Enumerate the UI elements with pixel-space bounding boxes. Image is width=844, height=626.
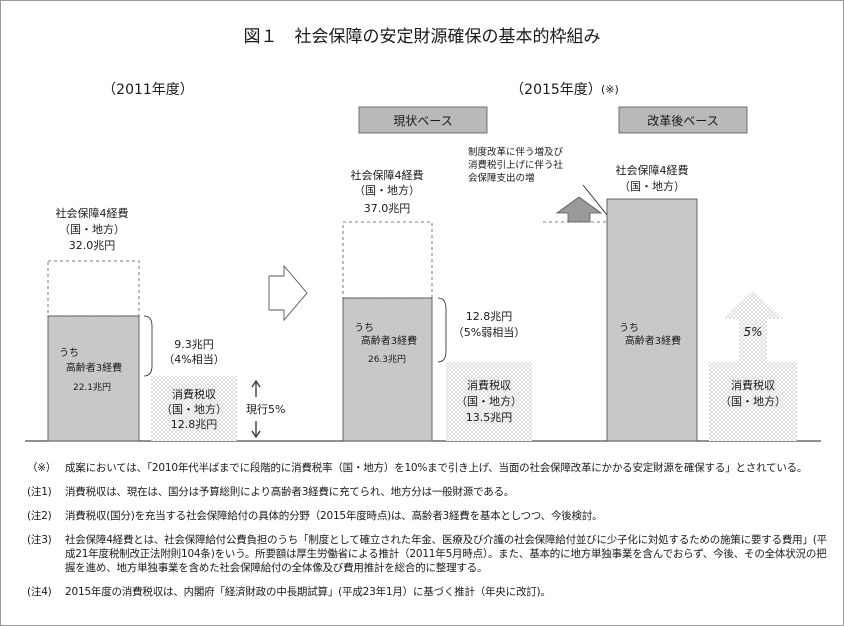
- annotation-line-3: 会保障支出の増: [468, 172, 535, 184]
- label-kuni-2015: （国・地方）: [354, 183, 420, 197]
- footnote-label: (注2): [27, 510, 52, 522]
- footnote-label: （※）: [27, 462, 57, 474]
- footnote-2: (注2) 消費税収(国分)を充当する社会保障給付の具体的分野（2015年度時点)…: [27, 509, 827, 523]
- tax-value-2011: 12.8兆円: [171, 418, 218, 431]
- label-4kei-2015: 社会保障4経費: [351, 168, 424, 182]
- header-reform-label: 改革後ベース: [647, 114, 718, 128]
- footnote-text: 社会保障4経費とは、社会保障給付公費負担のうち「制度として確立された年金、医療及…: [65, 534, 827, 574]
- gap-brace-2015: [437, 297, 447, 363]
- label-korei-reform: 高齢者3経費: [625, 334, 681, 347]
- gap-brace-2011: [143, 315, 153, 377]
- header-current-box: [358, 106, 488, 134]
- tax-label-2015: 消費税収: [467, 378, 511, 392]
- label-korei-2015: 高齢者3経費: [361, 334, 417, 347]
- footnote-text: 2015年度の消費税収は、内閣府「経済財政の中長期試算」(平成23年1月）に基づ…: [65, 586, 551, 598]
- footnote-text: 消費税収は、現在は、国分は予算総則により高齢者3経費に充てられ、地方分は一般財源…: [65, 486, 515, 498]
- label-4kei-reform: 社会保障4経費: [616, 163, 689, 177]
- current-rate-label: 現行5%: [246, 403, 285, 416]
- bar-tax-2011: [151, 376, 237, 441]
- value-korei-2011: 22.1兆円: [73, 382, 111, 393]
- gap-pct-2015: （5%弱相当）: [453, 325, 525, 339]
- annotation-line-1: 制度改革に伴う増及び: [468, 146, 564, 158]
- increase-pct-label: 5%: [743, 325, 762, 339]
- year-2011-heading: （2011年度）: [102, 82, 194, 98]
- label-4kei-2011: 社会保障4経費: [56, 206, 129, 220]
- value-korei-2015: 26.3兆円: [368, 354, 406, 365]
- bar-4kei-2011-upper: [47, 260, 140, 317]
- gap-value-2015: 12.8兆円: [466, 310, 513, 323]
- footnote-asterisk: （※） 成案においては、「2010年代半ばまでに段階的に消費税率（国・地方）を1…: [27, 461, 827, 475]
- bar-4kei-reform: [606, 198, 698, 442]
- label-kuni-2011: （国・地方）: [59, 222, 125, 236]
- tax-kuni-reform: （国・地方）: [720, 394, 786, 408]
- footnote-1: (注1) 消費税収は、現在は、国分は予算総則により高齢者3経費に充てられ、地方分…: [27, 485, 827, 499]
- footnote-3: (注3) 社会保障4経費とは、社会保障給付公費負担のうち「制度として確立された年…: [27, 533, 827, 575]
- tax-label-reform: 消費税収: [731, 378, 775, 392]
- footnote-text: 成案においては、「2010年代半ばまでに段階的に消費税率（国・地方）を10%まで…: [65, 462, 808, 474]
- annotation-line-2: 消費税引上げに伴う社: [468, 159, 564, 171]
- bar-korei-2015: [342, 297, 433, 442]
- bar-tax-2015: [446, 362, 532, 441]
- bar-korei-2011: [47, 315, 140, 442]
- framework-diagram: 図１ 社会保障の安定財源確保の基本的枠組み （2011年度） （2015年度） …: [25, 27, 821, 442]
- value-4kei-2015: 37.0兆円: [364, 202, 411, 215]
- year-2015-heading: （2015年度）: [510, 82, 602, 98]
- arrow-down-head-2011: [251, 430, 261, 439]
- label-kuni-reform: （国・地方）: [619, 179, 685, 193]
- tax-kuni-2015: （国・地方）: [456, 394, 522, 408]
- footnote-label: (注3): [27, 534, 52, 546]
- tax-kuni-2011: （国・地方）: [161, 402, 227, 416]
- tax-label-2011: 消費税収: [172, 387, 216, 401]
- arrow-up-head-2011: [251, 379, 261, 388]
- gap-value-2011: 9.3兆円: [174, 338, 214, 351]
- increase-arrow-5pct: [723, 291, 783, 362]
- increase-arrow-4kei: [555, 196, 603, 223]
- label-korei-2011: 高齢者3経費: [66, 361, 122, 374]
- value-4kei-2011: 32.0兆円: [69, 239, 116, 252]
- footnote-4: (注4) 2015年度の消費税収は、内閣府「経済財政の中長期試算」(平成23年1…: [27, 585, 827, 599]
- bar-4kei-2015-upper: [342, 221, 433, 299]
- transition-arrow: [268, 264, 308, 322]
- footnote-text: 消費税収(国分)を充当する社会保障給付の具体的分野（2015年度時点)は、高齢者…: [65, 510, 603, 522]
- bar-tax-reform: [709, 362, 797, 441]
- label-uchi-reform: うち: [619, 322, 639, 334]
- diagram-title: 図１ 社会保障の安定財源確保の基本的枠組み: [244, 27, 601, 47]
- header-reform-box: [618, 106, 748, 134]
- tax-value-2015: 13.5兆円: [466, 411, 513, 424]
- footnote-label: (注1): [27, 486, 52, 498]
- footnote-label: (注4): [27, 586, 52, 598]
- year-2015-mark: (※): [601, 83, 619, 96]
- header-current-label: 現状ベース: [393, 114, 452, 128]
- gap-pct-2011: （4%相当）: [163, 352, 224, 366]
- label-uchi-2011: うち: [59, 347, 79, 359]
- label-uchi-2015: うち: [354, 322, 374, 334]
- footnotes: （※） 成案においては、「2010年代半ばまでに段階的に消費税率（国・地方）を1…: [27, 461, 827, 609]
